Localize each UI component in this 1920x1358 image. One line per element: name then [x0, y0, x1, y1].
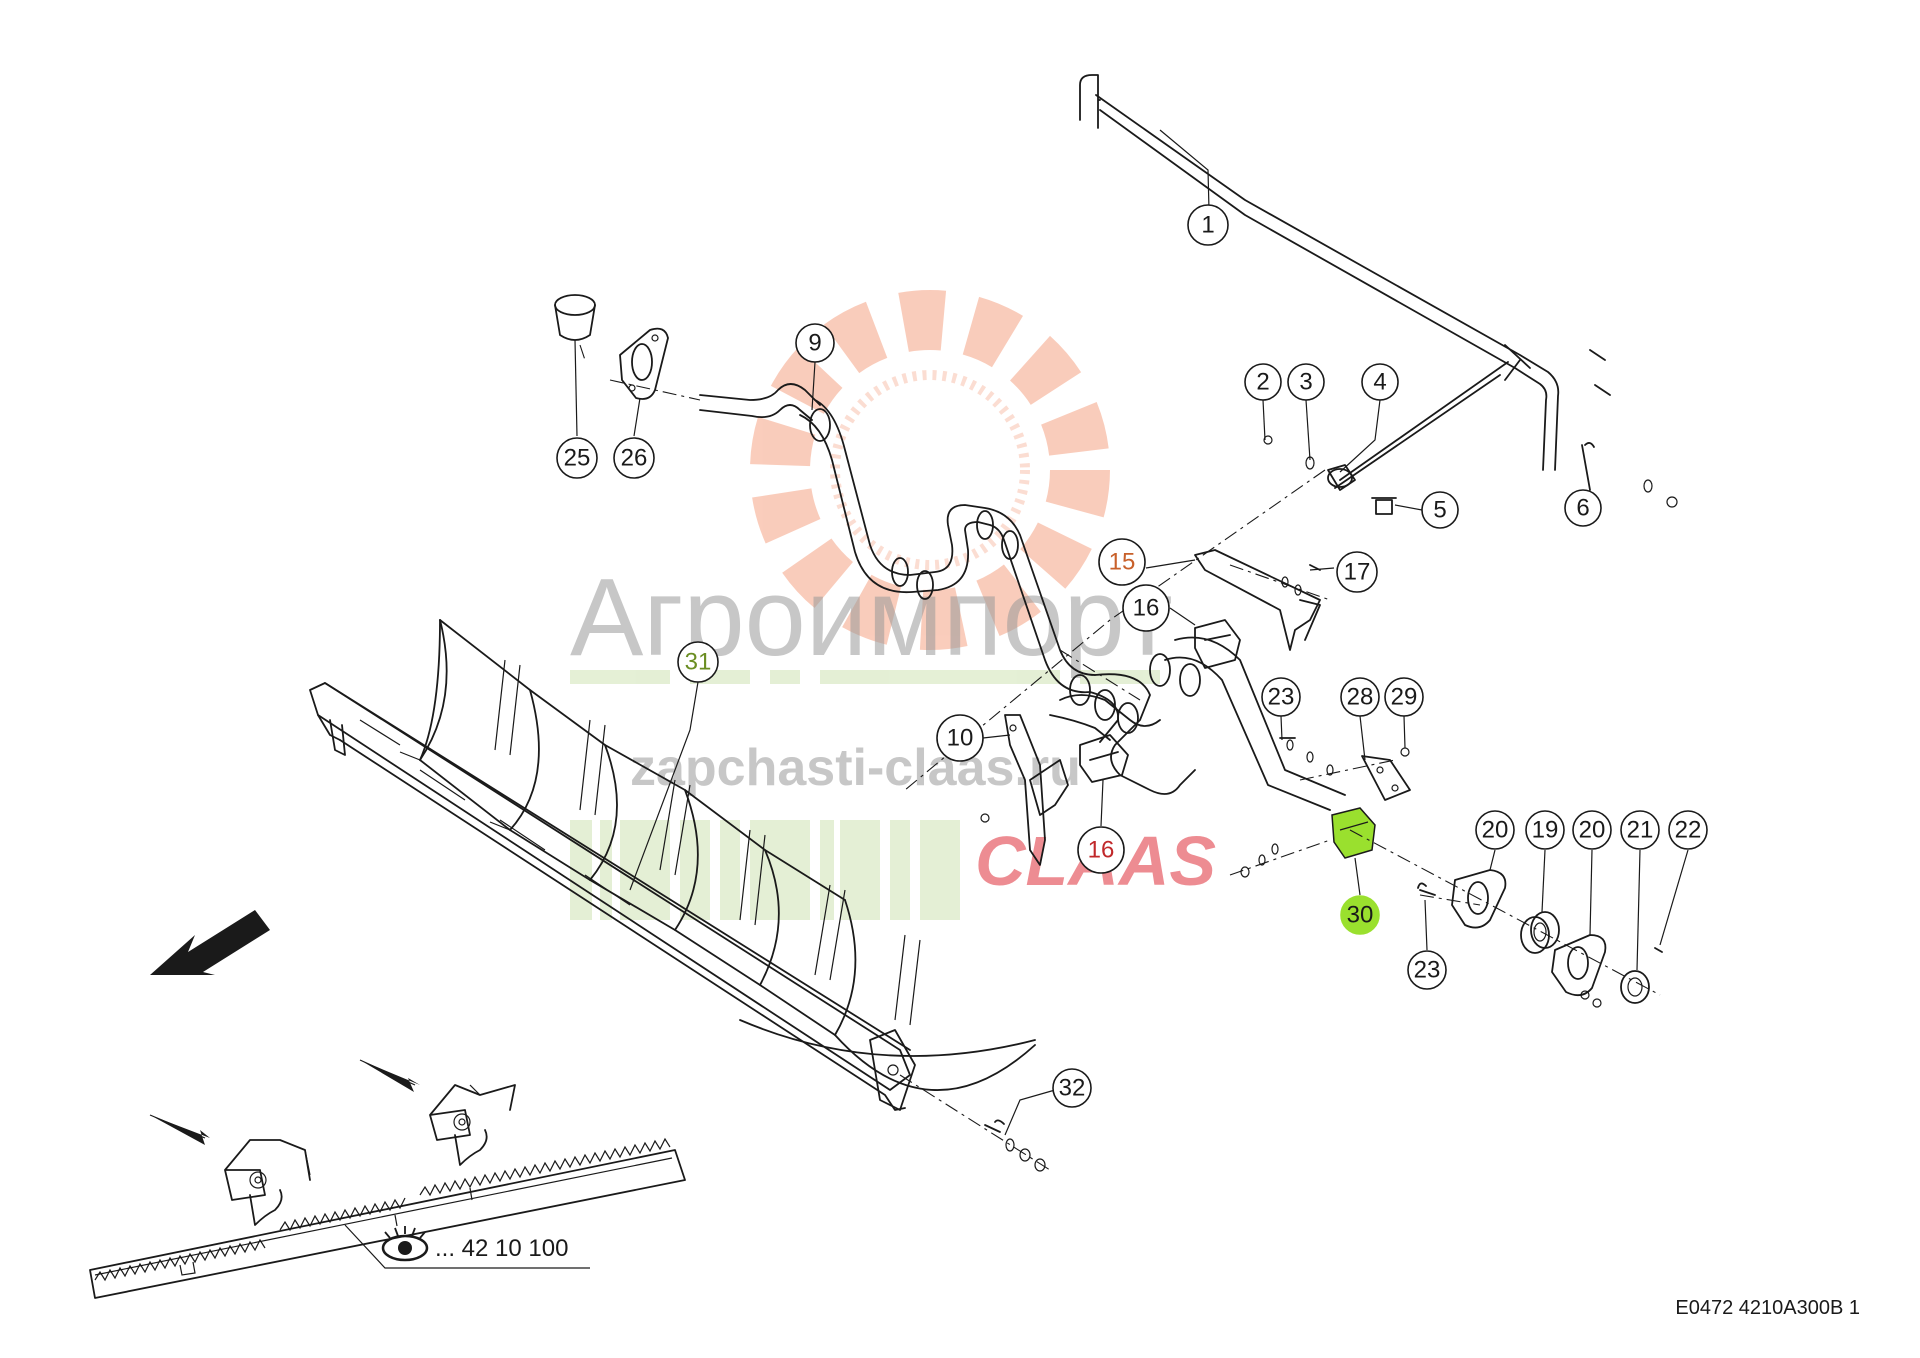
part-flange-20b [1551, 934, 1607, 1008]
callout-31[interactable]: 31 [677, 641, 719, 683]
part-ring-21 [1620, 970, 1650, 1004]
watermark-site: zapchasti-claas.ru [630, 739, 1081, 797]
svg-text:28: 28 [1347, 684, 1374, 711]
part-lever [1004, 714, 1069, 866]
callout-32[interactable]: 32 [1052, 1068, 1092, 1108]
callouts: 1 2 3 4 5 6 9 10 15 16 16 17 19 20 20 21… [556, 204, 1708, 1108]
watermark: Агроимпорт zapchasti-claas.ru CLAAS [570, 290, 1216, 920]
callout-17[interactable]: 17 [1336, 551, 1378, 593]
callout-28[interactable]: 28 [1340, 677, 1380, 717]
callout-20-right[interactable]: 20 [1572, 810, 1612, 850]
svg-text:22: 22 [1675, 817, 1702, 844]
svg-text:5: 5 [1433, 497, 1446, 524]
part-block-16b [1079, 734, 1129, 783]
part-30-highlighted[interactable] [1331, 807, 1376, 859]
part-plate-28 [1361, 755, 1411, 801]
callout-29[interactable]: 29 [1384, 677, 1424, 717]
svg-text:9: 9 [808, 330, 821, 357]
callout-5[interactable]: 5 [1421, 491, 1459, 529]
callout-1[interactable]: 1 [1187, 204, 1229, 246]
callout-25[interactable]: 25 [556, 437, 598, 479]
svg-text:10: 10 [947, 725, 974, 752]
part-block-16a [1194, 619, 1241, 669]
part-crankshaft [699, 383, 1346, 811]
reel-drive-a [224, 1139, 311, 1226]
callout-6[interactable]: 6 [1564, 489, 1602, 527]
part-bracket-15 [1194, 549, 1321, 651]
svg-text:17: 17 [1344, 559, 1371, 586]
part-bushing [554, 294, 596, 341]
inset-arrow-b-icon [360, 1060, 420, 1092]
part-bearing-19 [1520, 911, 1560, 954]
reference-label: ... 42 10 100 [435, 1235, 568, 1262]
svg-text:4: 4 [1373, 369, 1386, 396]
svg-text:30: 30 [1347, 902, 1374, 929]
svg-text:25: 25 [564, 445, 591, 472]
svg-text:2: 2 [1256, 369, 1269, 396]
svg-text:16: 16 [1133, 595, 1160, 622]
watermark-bars [570, 670, 1160, 920]
callout-21[interactable]: 21 [1620, 810, 1660, 850]
callout-2[interactable]: 2 [1244, 363, 1282, 401]
svg-text:23: 23 [1268, 684, 1295, 711]
callout-16-lower[interactable]: 16 [1077, 826, 1125, 874]
svg-text:20: 20 [1579, 817, 1606, 844]
callout-9[interactable]: 9 [795, 323, 835, 363]
view-eye-icon [381, 1226, 429, 1262]
watermark-brand: Агроимпорт [570, 556, 1173, 679]
callout-3[interactable]: 3 [1287, 363, 1325, 401]
svg-text:31: 31 [685, 649, 712, 676]
drawing-code: E0472 4210A300B 1 [1675, 1297, 1860, 1319]
callout-10[interactable]: 10 [936, 714, 984, 762]
part-flange-20a [1451, 869, 1507, 929]
svg-text:20: 20 [1482, 817, 1509, 844]
svg-text:21: 21 [1627, 817, 1654, 844]
reel-drive-b [429, 1084, 516, 1166]
svg-text:1: 1 [1201, 212, 1214, 239]
svg-text:23: 23 [1414, 957, 1441, 984]
direction-arrow-icon [150, 910, 270, 975]
part-concave [309, 619, 1036, 1111]
callout-15[interactable]: 15 [1098, 538, 1146, 586]
callout-20-left[interactable]: 20 [1475, 810, 1515, 850]
svg-text:26: 26 [621, 445, 648, 472]
svg-text:6: 6 [1576, 495, 1589, 522]
callout-23-lower[interactable]: 23 [1407, 950, 1447, 990]
callout-22[interactable]: 22 [1668, 810, 1708, 850]
callout-26[interactable]: 26 [613, 437, 655, 479]
svg-text:19: 19 [1532, 817, 1559, 844]
svg-text:3: 3 [1299, 369, 1312, 396]
callout-23-upper[interactable]: 23 [1261, 677, 1301, 717]
part-bolt-32 [984, 1119, 1046, 1172]
callout-16-upper[interactable]: 16 [1122, 584, 1170, 632]
location-inset: ... 42 10 100 [89, 1059, 686, 1299]
inset-arrow-a-icon [150, 1115, 210, 1145]
watermark-gear-icon [750, 290, 1110, 650]
callout-19[interactable]: 19 [1525, 810, 1565, 850]
part-flange-left [619, 327, 669, 400]
svg-text:29: 29 [1391, 684, 1418, 711]
part-rod-end [1327, 464, 1397, 515]
callout-4[interactable]: 4 [1361, 363, 1399, 401]
part-frame-bar [1079, 74, 1611, 489]
svg-text:16: 16 [1088, 837, 1115, 864]
svg-text:15: 15 [1109, 549, 1136, 576]
callout-30[interactable]: 30 [1340, 895, 1380, 935]
svg-text:32: 32 [1059, 1075, 1086, 1102]
centre-lines [579, 344, 1661, 1171]
